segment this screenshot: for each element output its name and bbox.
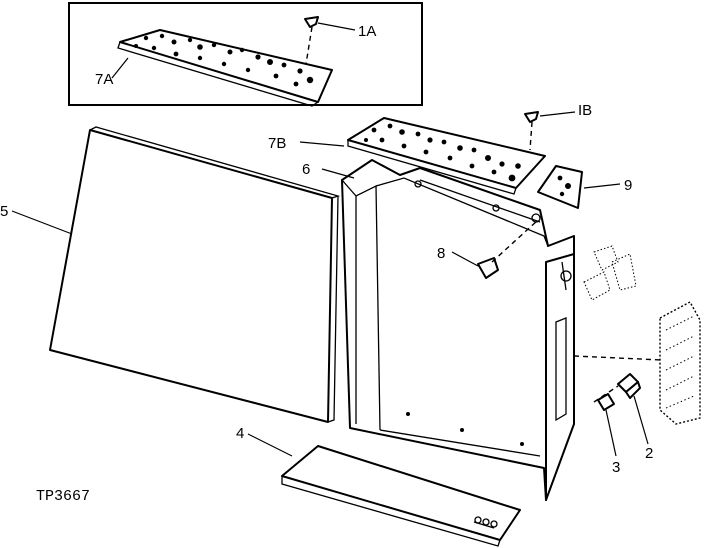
side-panel-5 — [11, 126, 341, 423]
corner-plate-9 — [537, 165, 621, 209]
label-7a: 7A — [95, 71, 113, 88]
bottom-plate-4 — [247, 433, 521, 547]
fitting-2 — [593, 373, 649, 445]
ghost-grille-outline — [659, 301, 701, 425]
label-7b: 7B — [268, 135, 286, 152]
housing-frame-6 — [321, 159, 575, 501]
ghost-fan-outline — [583, 245, 637, 301]
clip-8 — [451, 219, 539, 279]
label-4: 4 — [236, 425, 244, 442]
label-1a: 1A — [358, 23, 376, 40]
label-8: 8 — [437, 245, 445, 262]
cover-plate-7b — [299, 117, 546, 195]
cover-plate-7a — [117, 29, 333, 107]
figure-reference: TP3667 — [36, 488, 90, 505]
label-5: 5 — [0, 203, 8, 220]
label-9: 9 — [624, 177, 632, 194]
label-1b: IB — [578, 102, 592, 119]
screw-1b — [524, 111, 576, 151]
label-6: 6 — [302, 161, 310, 178]
fitting-3 — [597, 393, 617, 457]
label-2: 2 — [645, 445, 653, 462]
inset-detail-box — [68, 2, 423, 107]
screw-1a — [304, 16, 356, 65]
label-3: 3 — [612, 459, 620, 476]
